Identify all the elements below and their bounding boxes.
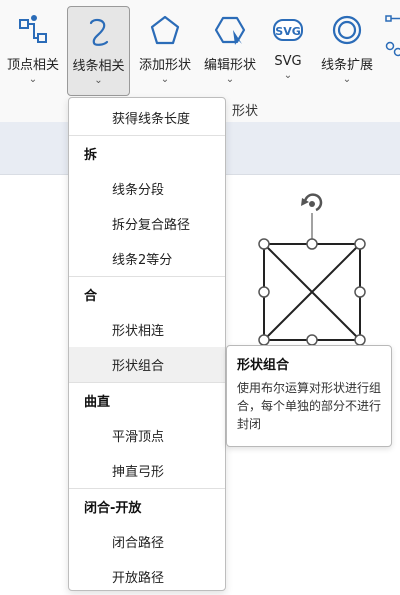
menu-separator — [69, 276, 225, 277]
rotate-handle-icon — [301, 193, 323, 212]
tooltip: 形状组合 使用布尔运算对形状进行组合，每个单独的部分不进行封闭 — [226, 345, 392, 447]
chevron-down-icon: ⌄ — [94, 75, 103, 86]
menu-separator — [69, 488, 225, 489]
chevron-down-icon: ⌄ — [225, 74, 235, 85]
line-menu-button[interactable]: 线条相关 ⌄ — [67, 6, 130, 96]
edit-shape-icon — [213, 6, 247, 46]
menu-item-open-path[interactable]: 开放路径 — [112, 571, 165, 586]
circle-ring-icon — [331, 6, 363, 46]
curve-line-icon — [84, 7, 114, 47]
menu-section-header-curve: 曲直 — [84, 395, 111, 410]
chevron-down-icon: ⌄ — [160, 74, 170, 85]
line-extend-button[interactable]: 线条扩展 ⌄ — [316, 6, 378, 96]
line-dropdown-menu: 获得线条长度 拆 线条分段 拆分复合路径 线条2等分 合 形状相连 形状组合 曲… — [68, 97, 226, 591]
ribbon-group-label: 形状 — [232, 104, 259, 119]
menu-item-line-bisect[interactable]: 线条2等分 — [112, 253, 173, 268]
edit-shape-label: 编辑形状 — [203, 58, 256, 73]
menu-item-smooth-vertex[interactable]: 平滑顶点 — [112, 430, 165, 445]
tooltip-description: 使用布尔运算对形状进行组合，每个单独的部分不进行封闭 — [237, 381, 382, 431]
more-tools-icon[interactable] — [384, 12, 400, 64]
chevron-down-icon: ⌄ — [342, 74, 352, 85]
vertex-icon — [16, 6, 50, 46]
pentagon-icon — [149, 6, 181, 46]
line-menu-label: 线条相关 — [72, 59, 125, 74]
resize-handles — [258, 238, 366, 346]
svg-menu-button[interactable]: SVG SVG ⌄ — [262, 6, 314, 96]
add-shape-button[interactable]: 添加形状 ⌄ — [134, 6, 196, 96]
edit-shape-button[interactable]: 编辑形状 ⌄ — [199, 6, 261, 96]
menu-item-shape-combine[interactable]: 形状组合 — [69, 347, 225, 382]
tooltip-title: 形状组合 — [237, 358, 290, 373]
svg-menu-label: SVG — [274, 54, 302, 69]
menu-item-split-compound-path[interactable]: 拆分复合路径 — [112, 218, 191, 233]
menu-item-straighten-arc[interactable]: 抻直弓形 — [112, 465, 165, 480]
menu-separator — [69, 135, 225, 136]
menu-item-line-segment[interactable]: 线条分段 — [112, 183, 165, 198]
menu-section-header-merge: 合 — [84, 289, 98, 304]
line-extend-label: 线条扩展 — [320, 58, 373, 73]
menu-separator — [69, 382, 225, 383]
svg-icon: SVG — [272, 6, 304, 46]
chevron-down-icon: ⌄ — [283, 70, 293, 81]
vertex-menu-button[interactable]: 顶点相关 ⌄ — [2, 6, 64, 96]
add-shape-label: 添加形状 — [138, 58, 191, 73]
menu-item-get-line-length[interactable]: 获得线条长度 — [112, 112, 191, 127]
svg-icon-text: SVG — [275, 25, 300, 38]
menu-section-header-split: 拆 — [84, 148, 98, 163]
vertex-menu-label: 顶点相关 — [6, 58, 59, 73]
chevron-down-icon: ⌄ — [28, 74, 38, 85]
menu-section-header-close-open: 闭合-开放 — [84, 501, 142, 516]
menu-item-close-path[interactable]: 闭合路径 — [112, 536, 165, 551]
menu-item-shape-connect[interactable]: 形状相连 — [112, 324, 165, 339]
selected-shape[interactable] — [250, 188, 374, 348]
